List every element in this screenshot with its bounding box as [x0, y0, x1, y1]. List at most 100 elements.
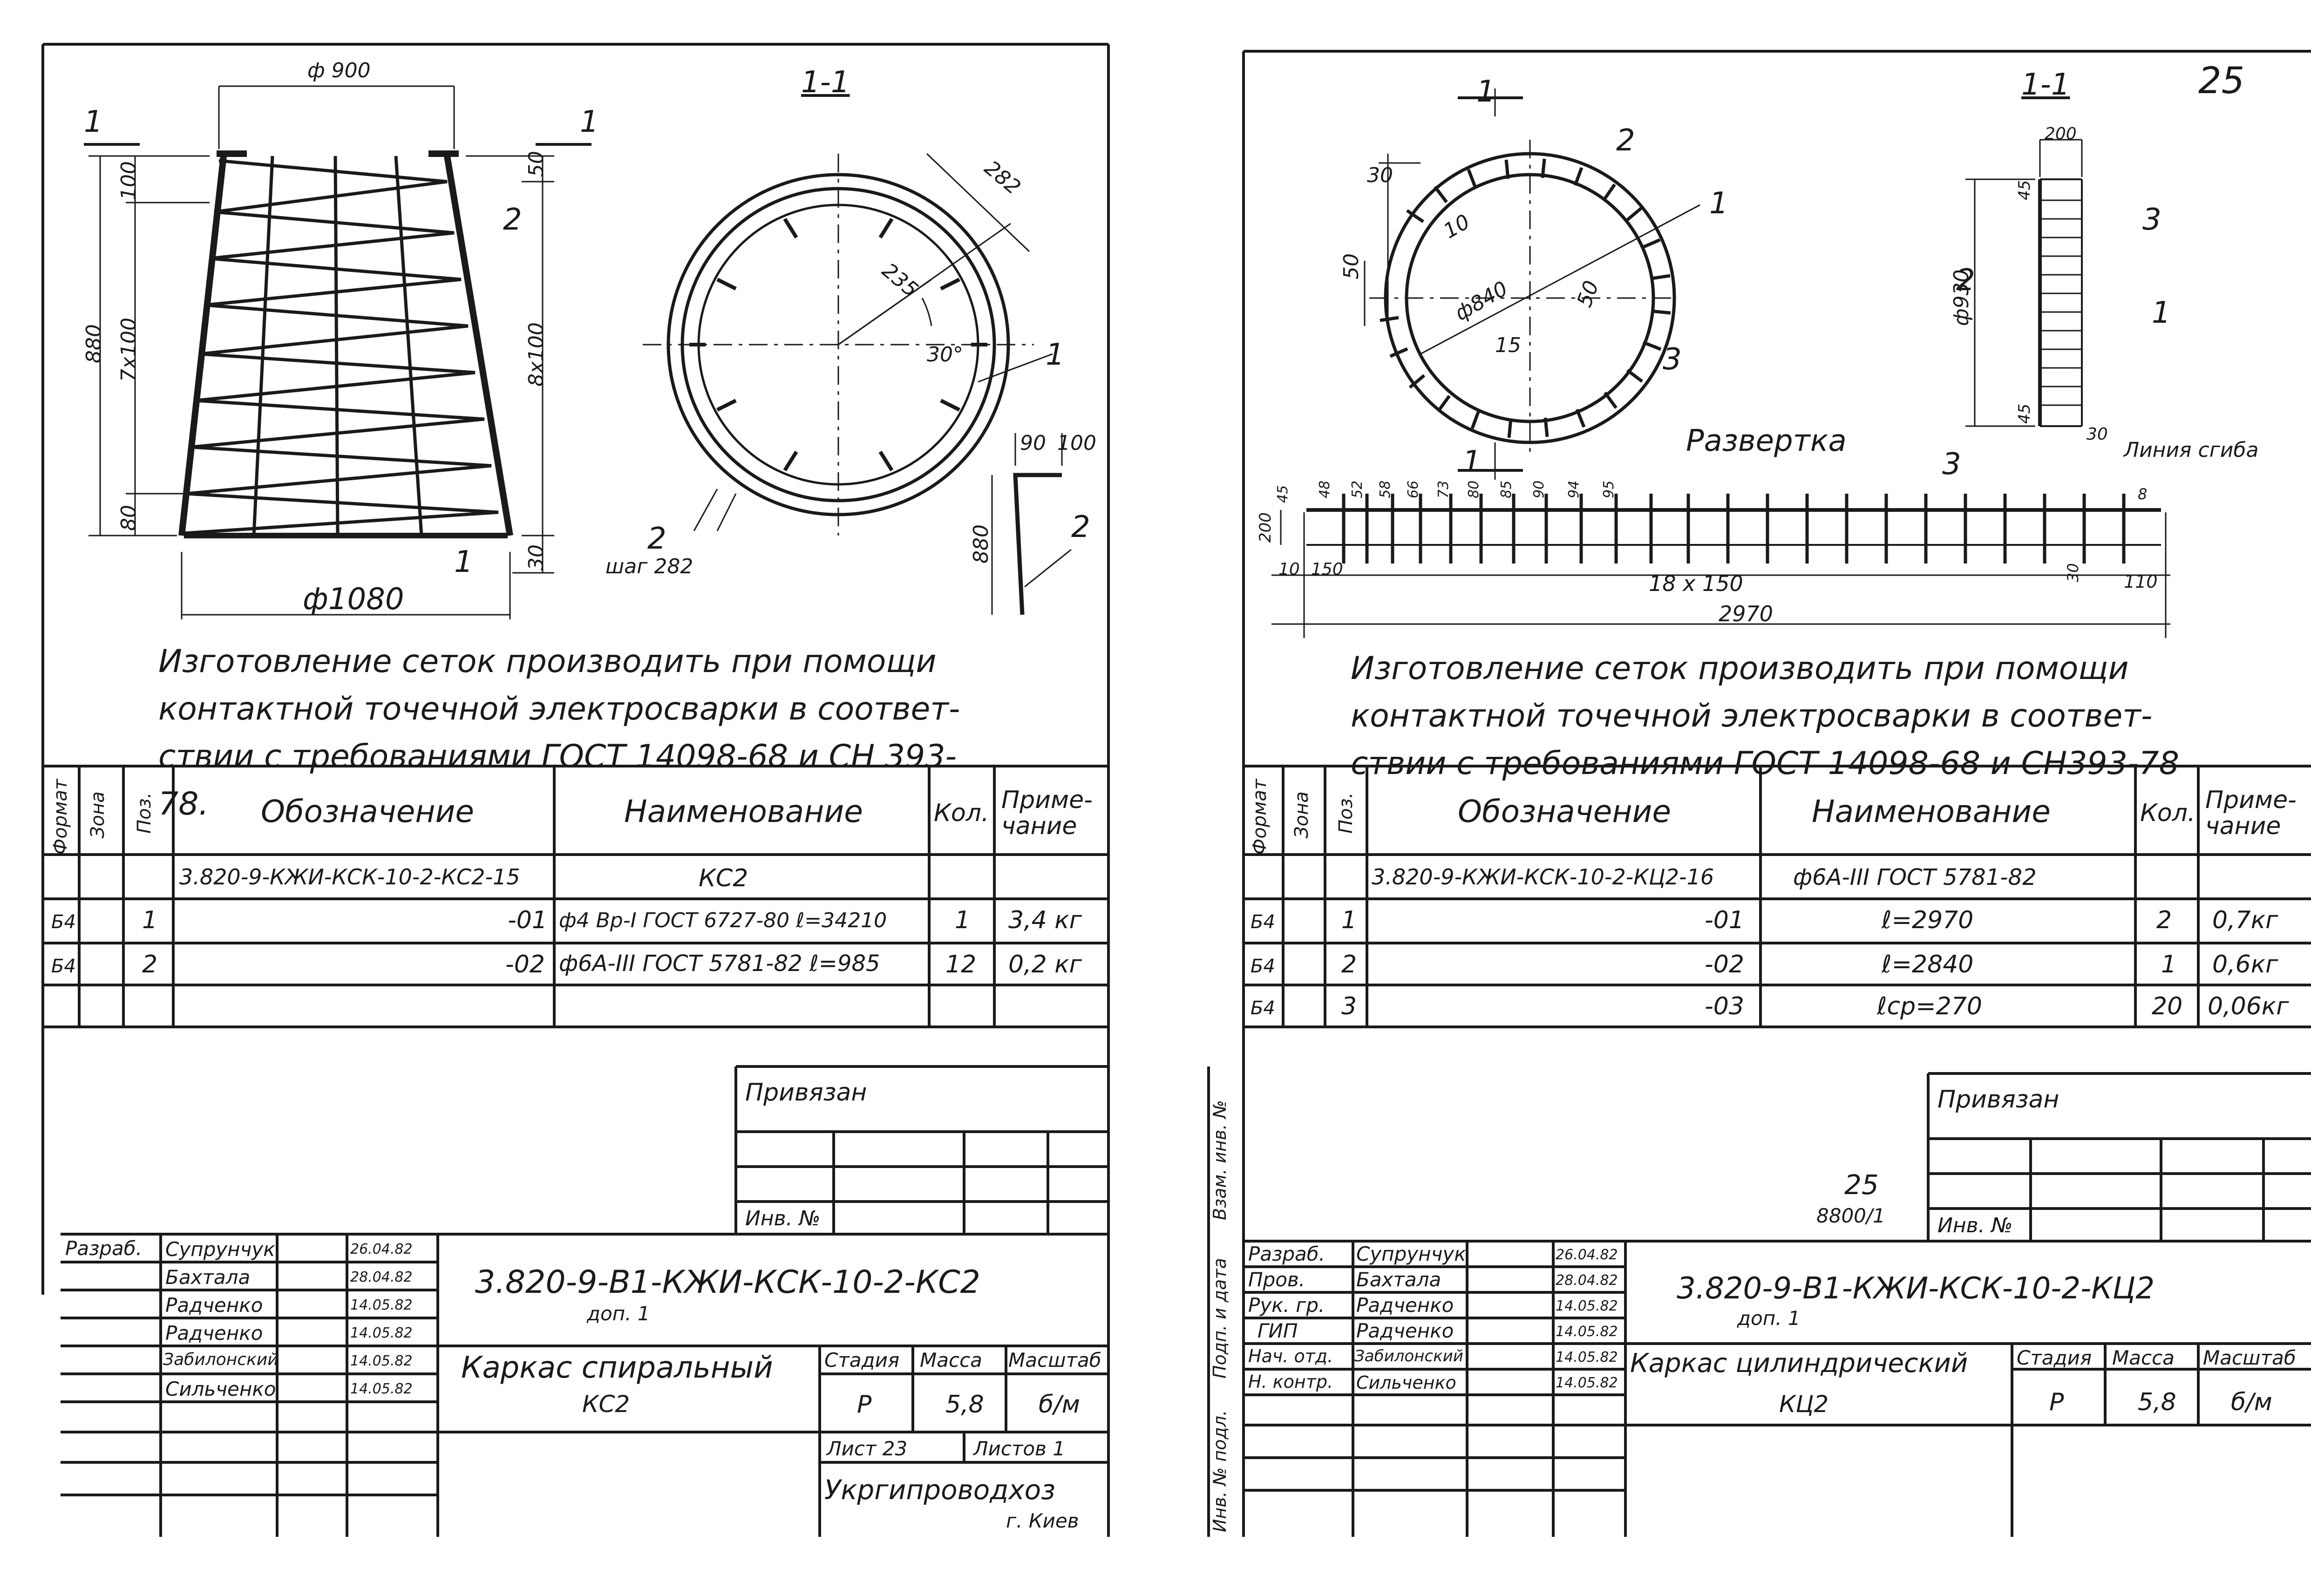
- right-title-line1: Каркас цилиндрический: [1630, 1348, 1968, 1379]
- dim-c30deg: 30°: [927, 343, 963, 367]
- right-person-0: Супрунчук: [1356, 1243, 1466, 1265]
- right-person-1: Бахтала: [1356, 1268, 1441, 1291]
- right-date-2: 14.05.82: [1556, 1298, 1618, 1314]
- right-role-0: Разраб.: [1248, 1243, 1325, 1265]
- left-date-2: 14.05.82: [350, 1297, 413, 1313]
- right-hdr-format: Формат: [1249, 779, 1271, 855]
- right-doc-code: 3.820-9-В1-КЖИ-КСК-10-2-КЦ2: [1677, 1271, 2155, 1306]
- razv-top-1: 48: [1317, 480, 1333, 498]
- left-row2-qty: 12: [945, 951, 977, 978]
- right-hdr-note: Приме- чание: [2205, 787, 2297, 839]
- circle-pos-1: 1: [1046, 338, 1065, 372]
- left-date-3: 14.05.82: [350, 1325, 413, 1341]
- right-pos-2-top: 2: [1616, 123, 1635, 158]
- right-role-2: Рук. гр.: [1248, 1294, 1325, 1317]
- right-date-1: 28.04.82: [1556, 1272, 1618, 1289]
- right-row2-note: 0,6кг: [2212, 951, 2278, 978]
- razv-r8: 8: [2138, 485, 2148, 503]
- dim-d1080: ф1080: [303, 582, 404, 617]
- left-hdr-name: Наименование: [624, 794, 863, 829]
- razv-top-0: 45: [1275, 485, 1291, 503]
- left-doc-code: 3.820-9-В1-КЖИ-КСК-10-2-КС2: [475, 1264, 980, 1301]
- left-sheets: Листов 1: [973, 1437, 1065, 1460]
- sec-pos-2: 2: [1956, 263, 1975, 298]
- left-row1-qty: 1: [955, 906, 971, 934]
- left-person-2: Радченко: [165, 1294, 263, 1317]
- dim-p90: 90: [1020, 431, 1046, 455]
- left-row0-name: КС2: [699, 864, 748, 892]
- right-privyazan: Привязан: [1937, 1086, 2060, 1114]
- left-row1-format: Б4: [51, 911, 76, 933]
- right-doc-dop: доп. 1: [1737, 1307, 1801, 1330]
- dim-r50: 50: [524, 151, 548, 177]
- right-hdr-pos: Поз.: [1335, 792, 1357, 834]
- left-person-1: Бахтала: [165, 1266, 251, 1289]
- left-scale-header: Масштаб: [1008, 1349, 1101, 1372]
- right-role-5: Н. контр.: [1248, 1372, 1333, 1392]
- left-row2-note: 0,2 кг: [1008, 951, 1082, 978]
- left-hdr-qty: Кол.: [934, 799, 989, 827]
- left-date-0: 26.04.82: [350, 1241, 413, 1257]
- razv-top-2: 52: [1349, 480, 1366, 498]
- razv-top-6: 80: [1466, 480, 1482, 498]
- right-role-3: ГИП: [1257, 1319, 1298, 1342]
- razv-top-5: 73: [1435, 480, 1452, 498]
- left-stage-value: Р: [857, 1391, 872, 1419]
- right-stamp-sub: 8800/1: [1816, 1204, 1885, 1227]
- right-row1-name: ℓ=2970: [1882, 906, 1974, 934]
- side-label-inv-podl: Инв. № подл.: [1210, 1410, 1230, 1532]
- right-pos-1-circle: 1: [1709, 186, 1728, 221]
- right-section-label: 1-1: [2021, 68, 2070, 102]
- dim-h100: 100: [117, 161, 141, 200]
- right-row2-qty: 1: [2161, 951, 2177, 978]
- razv-top-10: 95: [1601, 480, 1617, 498]
- left-row1-note: 3,4 кг: [1008, 906, 1082, 934]
- right-stage-value: Р: [2049, 1388, 2064, 1416]
- right-title-line2: КЦ2: [1779, 1391, 1829, 1418]
- right-pos-3-circle: 3: [1663, 342, 1682, 377]
- right-row0-designation: 3.820-9-КЖИ-КСК-10-2-КЦ2-16: [1372, 864, 1714, 890]
- left-row2-name: ф6А-III ГОСТ 5781-82 ℓ=985: [559, 951, 880, 977]
- right-row3-name: ℓср=270: [1877, 992, 1982, 1020]
- left-row1-designation: -01: [508, 906, 547, 934]
- left-person-3: Радченко: [165, 1322, 263, 1345]
- left-stage-header: Стадия: [824, 1349, 900, 1372]
- right-stage-header: Стадия: [2017, 1346, 2092, 1369]
- right-row3-pos: 3: [1341, 992, 1357, 1020]
- right-row2-designation: -02: [1705, 951, 1744, 978]
- right-inv-no: Инв. №: [1937, 1214, 2013, 1237]
- left-hdr-zone: Зона: [87, 791, 109, 838]
- sec-s30: 30: [2087, 425, 2108, 444]
- left-row1-name: ф4 Вр-I ГОСТ 6727-80 ℓ=34210: [559, 909, 887, 932]
- left-date-5: 14.05.82: [350, 1381, 413, 1397]
- left-row1-pos: 1: [142, 906, 158, 934]
- razv-top-3: 58: [1377, 480, 1393, 498]
- right-date-0: 26.04.82: [1556, 1247, 1618, 1263]
- right-hdr-qty: Кол.: [2140, 799, 2195, 827]
- left-person-0: Супрунчук: [165, 1238, 275, 1261]
- dim-h880: 880: [82, 324, 106, 363]
- left-city: г. Киев: [1006, 1509, 1079, 1532]
- right-stamp-number: 25: [1844, 1169, 1879, 1201]
- sec-s45a: 45: [2015, 180, 2034, 200]
- left-title-line2: КС2: [582, 1391, 630, 1418]
- left-role-0: Разраб.: [65, 1237, 143, 1260]
- liniya-sgiba: Линия сгиба: [2124, 438, 2259, 462]
- left-sheet: Лист 23: [827, 1437, 908, 1460]
- sec-s45b: 45: [2015, 403, 2034, 424]
- left-hdr-note: Приме- чание: [1001, 786, 1093, 840]
- left-row2-designation: -02: [505, 951, 545, 978]
- right-scale-header: Масштаб: [2203, 1348, 2296, 1368]
- right-row2-format: Б4: [1251, 956, 1275, 977]
- dim-c30: 30: [1367, 163, 1393, 187]
- razv-r30: 30: [2064, 563, 2082, 582]
- right-date-3: 14.05.82: [1556, 1324, 1618, 1340]
- razv-r150: 150: [1311, 560, 1343, 579]
- right-row3-designation: -03: [1705, 992, 1744, 1020]
- left-person-4: Забилонский: [163, 1350, 279, 1369]
- sec-s200: 200: [2045, 124, 2077, 143]
- right-scale-value: б/м: [2231, 1388, 2272, 1416]
- right-row3-format: Б4: [1251, 998, 1275, 1019]
- right-mass-value: 5,8: [2138, 1388, 2176, 1416]
- right-manufacturing-note: Изготовление сеток производить при помощ…: [1351, 650, 2179, 782]
